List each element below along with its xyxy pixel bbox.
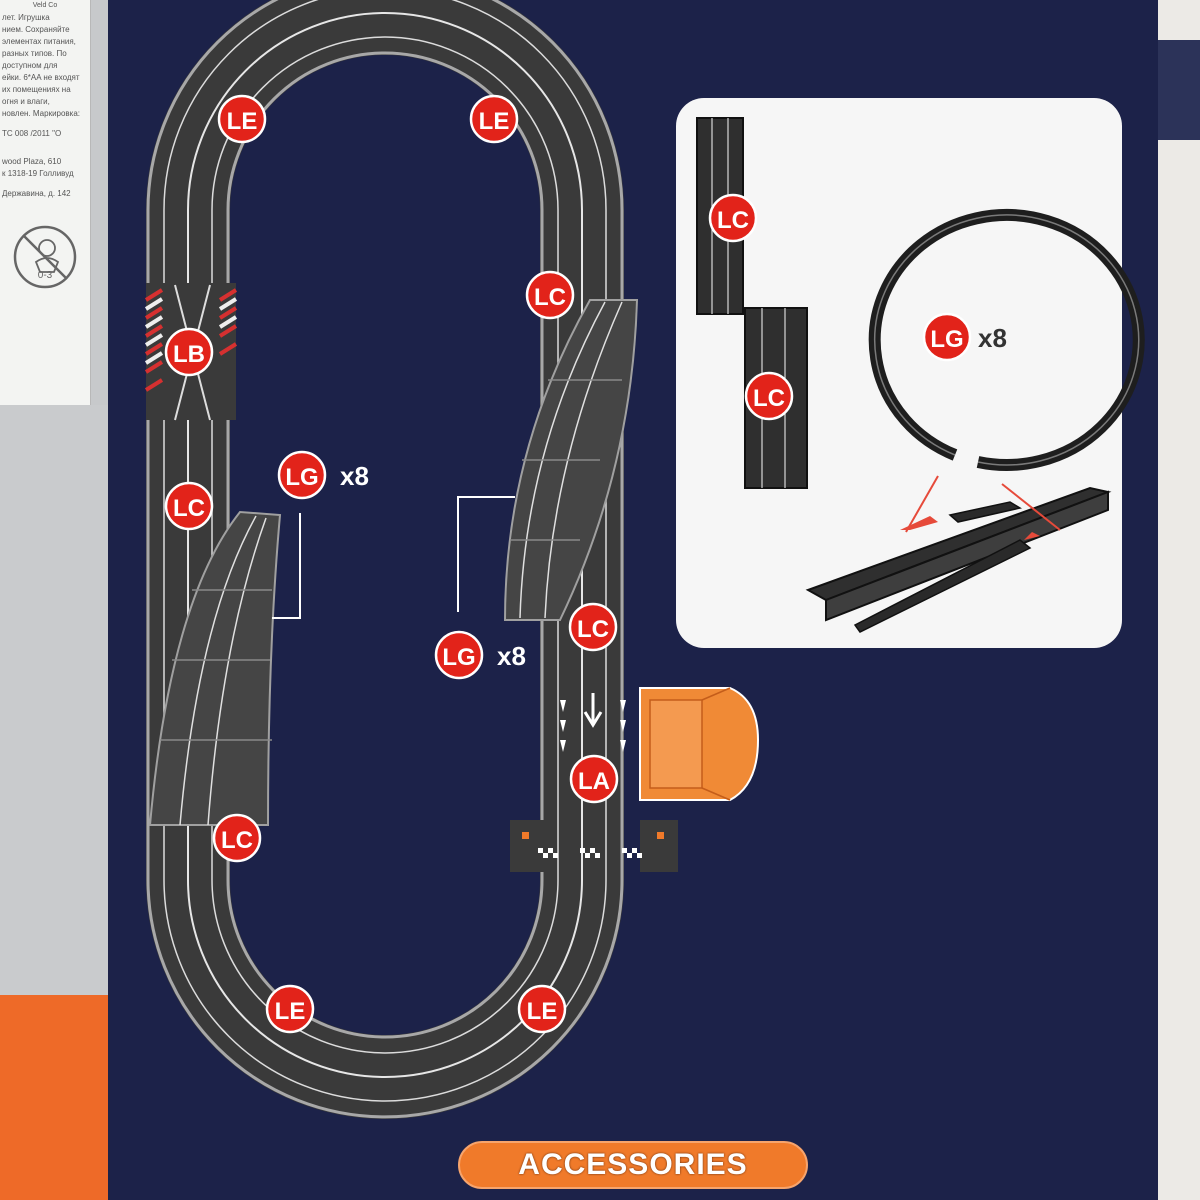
- inset-arrow: [900, 475, 1061, 540]
- address-line: к 1318-19 Голливуд: [2, 169, 74, 178]
- badge-text: LC: [577, 616, 609, 643]
- badge-text: LC: [753, 385, 785, 412]
- label-line: их помещениях на: [2, 85, 71, 94]
- accessories-button[interactable]: ACCESSORIES: [458, 1141, 808, 1189]
- badge-text: LC: [717, 207, 749, 234]
- badge-text: LA: [578, 768, 610, 795]
- product-label: Veld Co лет. Игрушка нием. Сохраняйте эл…: [0, 0, 91, 405]
- quantity-label: x8: [340, 461, 369, 491]
- inset-joined-tracks: [805, 486, 1112, 633]
- piece-badge-le: LE: [217, 94, 267, 144]
- address-line: Державина, д. 142: [2, 189, 71, 198]
- left-panel-grey: [0, 405, 108, 995]
- label-line: новлен. Маркировка:: [2, 109, 81, 118]
- connector-line: [457, 496, 515, 612]
- piece-badge-lc: LC: [212, 813, 262, 863]
- badge-text: LC: [221, 827, 253, 854]
- label-line: разных типов. По: [2, 49, 67, 58]
- piece-badge-le: LE: [469, 94, 519, 144]
- badge-text: LB: [173, 341, 205, 368]
- piece-badge-lc: LC: [525, 270, 575, 320]
- badge-text: LG: [285, 464, 318, 491]
- inset-straight-tracks: [696, 117, 808, 489]
- piece-badge-lc: LC: [164, 481, 214, 531]
- inset-badge-lc: LC: [708, 193, 758, 243]
- track-slot-outer: [163, 0, 607, 1102]
- piece-badge-la: LA: [569, 754, 619, 804]
- badge-text: LC: [534, 284, 566, 311]
- left-ramp-piece: [148, 510, 282, 826]
- piece-badge-lb: LB: [164, 327, 214, 377]
- badge-text: LE: [275, 998, 306, 1025]
- track-edge-outer: [146, 0, 624, 1119]
- inset-loop-track: [868, 209, 1145, 471]
- badge-text: LC: [173, 495, 205, 522]
- age-range-text: 0-3: [38, 270, 53, 281]
- piece-badge-lc: LC: [568, 602, 618, 652]
- label-line: огня и влаги,: [2, 97, 50, 106]
- start-finish-area: [510, 693, 678, 872]
- label-line: элементах питания,: [2, 37, 76, 46]
- left-panel-orange: [0, 995, 108, 1200]
- inset-badge-lc: LC: [744, 371, 794, 421]
- badge-text: LG: [442, 644, 475, 671]
- badge-text: LE: [227, 108, 258, 135]
- label-line: нием. Сохраняйте: [2, 25, 70, 34]
- inset-badge-lg: LG: [922, 312, 972, 362]
- label-line: доступном для: [2, 61, 58, 70]
- brand-name: Veld Co: [32, 2, 58, 9]
- track-center-line: [187, 12, 583, 1078]
- quantity-label: x8: [978, 323, 1007, 353]
- piece-badge-lg: LG: [434, 630, 484, 680]
- box-edge: [1158, 0, 1200, 1200]
- quantity-label: x8: [497, 641, 526, 671]
- piece-badge-lg: LG: [277, 450, 327, 500]
- standard-code: TC 008 /2011 "O: [2, 129, 62, 138]
- badge-text: LE: [527, 998, 558, 1025]
- right-ramp-piece: [503, 299, 639, 621]
- address-line: wood Plaza, 610: [2, 157, 62, 166]
- connector-line: [272, 513, 301, 619]
- piece-badge-le: LE: [265, 984, 315, 1034]
- power-base-icon: [639, 687, 760, 801]
- no-small-children-icon: 0-3: [13, 225, 77, 289]
- label-line: лет. Игрушка: [2, 13, 50, 22]
- label-line: ейки. 6*AA не входят: [2, 73, 80, 82]
- crossover-piece: [144, 283, 238, 421]
- badge-text: LG: [930, 326, 963, 353]
- label-text-block: Veld Co лет. Игрушка нием. Сохраняйте эл…: [2, 0, 88, 200]
- badge-text: LE: [479, 108, 510, 135]
- piece-badge-le: LE: [517, 984, 567, 1034]
